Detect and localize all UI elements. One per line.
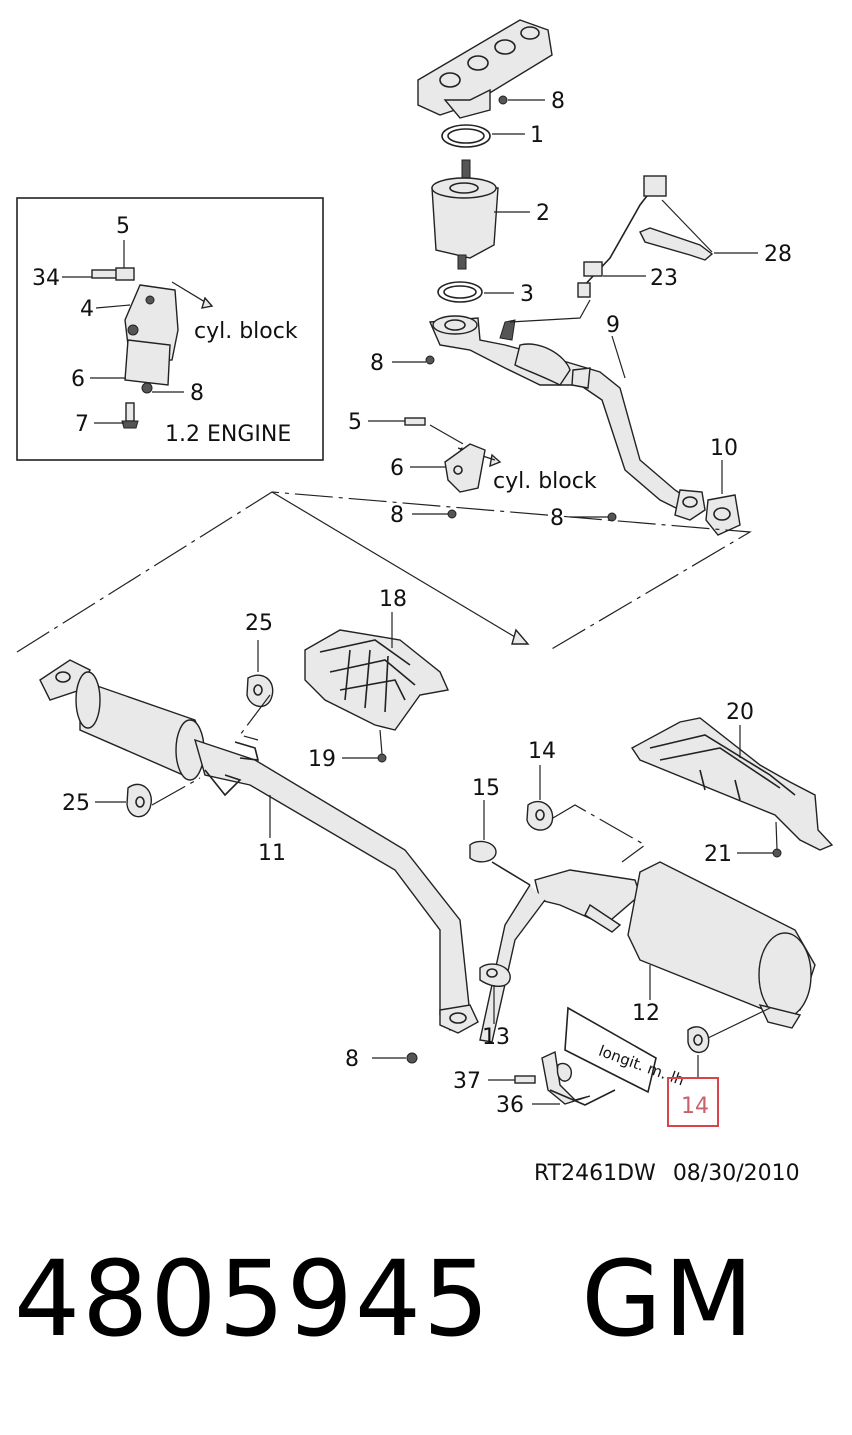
callout-18: 18 <box>379 587 407 612</box>
gasket-3: 3 <box>437 281 534 307</box>
inset-bolt-5 <box>115 267 135 281</box>
inset-nut-8 <box>141 382 153 394</box>
callout-5-main: 5 <box>348 410 362 435</box>
reference-date: 08/30/2010 <box>673 1161 800 1186</box>
inset-frame <box>16 197 324 461</box>
callout-8-bracket: 8 <box>390 503 404 528</box>
callout-8-rear: 8 <box>345 1047 359 1072</box>
catalytic-converter-2: 2 <box>431 159 550 270</box>
gasket-1: 1 <box>441 123 544 148</box>
hanger-14-upper: 14 <box>526 739 647 863</box>
clamp-15: 15 <box>469 776 531 886</box>
callout-12: 12 <box>632 1001 660 1026</box>
callout-14-upper: 14 <box>528 739 556 764</box>
inset-bolt-7 <box>125 402 135 422</box>
callout-8-inset: 8 <box>190 381 204 406</box>
callout-19: 19 <box>308 747 336 772</box>
callout-13: 13 <box>482 1025 510 1050</box>
callout-25-upper: 25 <box>245 611 273 636</box>
part-number: 4805945 <box>14 1238 492 1360</box>
footer-caption: 4805945 GM <box>14 1238 756 1360</box>
callout-11: 11 <box>258 841 286 866</box>
hanger-14-highlighted[interactable]: 14 <box>667 1007 771 1127</box>
callout-14-highlighted: 14 <box>681 1094 709 1119</box>
callout-4: 4 <box>80 297 94 322</box>
callout-15: 15 <box>472 776 500 801</box>
oxygen-sensor-23: 23 <box>509 175 678 323</box>
callout-25-lower: 25 <box>62 791 90 816</box>
gasket-13: 13 <box>482 985 510 1050</box>
callout-6-main: 6 <box>390 456 404 481</box>
callout-8-front: 8 <box>370 351 384 376</box>
callout-9: 9 <box>606 313 620 338</box>
callout-1: 1 <box>530 123 544 148</box>
callout-23: 23 <box>650 266 678 291</box>
callout-10: 10 <box>710 436 738 461</box>
reference-id: RT2461DW <box>534 1161 656 1186</box>
hanger-25-upper: 25 <box>238 611 274 741</box>
hanger-25-lower: 25 <box>62 777 201 818</box>
bracket-6: 5 6 cyl. block 8 <box>348 410 597 528</box>
engine-inset: 5 34 4 6 8 7 cyl. block 1.2 ENGINE <box>16 197 324 461</box>
callout-7: 7 <box>75 412 89 437</box>
rear-muffler-12: 12 8 <box>345 861 816 1072</box>
assembly-boundary <box>16 491 752 653</box>
callout-8-flange: 8 <box>550 506 564 531</box>
callout-37: 37 <box>453 1069 481 1094</box>
exhaust-manifold: 8 <box>417 19 565 119</box>
callout-36: 36 <box>496 1093 524 1118</box>
main-cyl-block-label: cyl. block <box>493 469 597 494</box>
heat-shield-20: 20 21 <box>630 700 834 867</box>
callout-20: 20 <box>726 700 754 725</box>
brand-name: GM <box>581 1238 756 1360</box>
callout-8-manifold: 8 <box>551 89 565 114</box>
bracket-28: 28 <box>639 199 792 267</box>
callout-21: 21 <box>704 842 732 867</box>
inset-bracket-6 <box>124 339 171 386</box>
inset-bolt-34 <box>91 269 119 279</box>
heat-shield-18: 18 19 <box>304 587 450 772</box>
callout-5-inset: 5 <box>116 214 130 239</box>
callout-3: 3 <box>520 282 534 307</box>
intermediate-pipe-11: 11 <box>39 659 471 1032</box>
callout-34: 34 <box>32 266 60 291</box>
reference-code: RT2461DW 08/30/2010 <box>534 1161 800 1186</box>
gasket-10: 10 8 <box>550 436 741 536</box>
inset-cyl-block-label: cyl. block <box>194 319 298 344</box>
callout-2: 2 <box>536 201 550 226</box>
callout-28: 28 <box>764 242 792 267</box>
callout-6-inset: 6 <box>71 367 85 392</box>
highlight-box <box>667 1077 719 1127</box>
manifold-nut-8 <box>498 95 508 105</box>
inset-engine-label: 1.2 ENGINE <box>165 422 291 447</box>
